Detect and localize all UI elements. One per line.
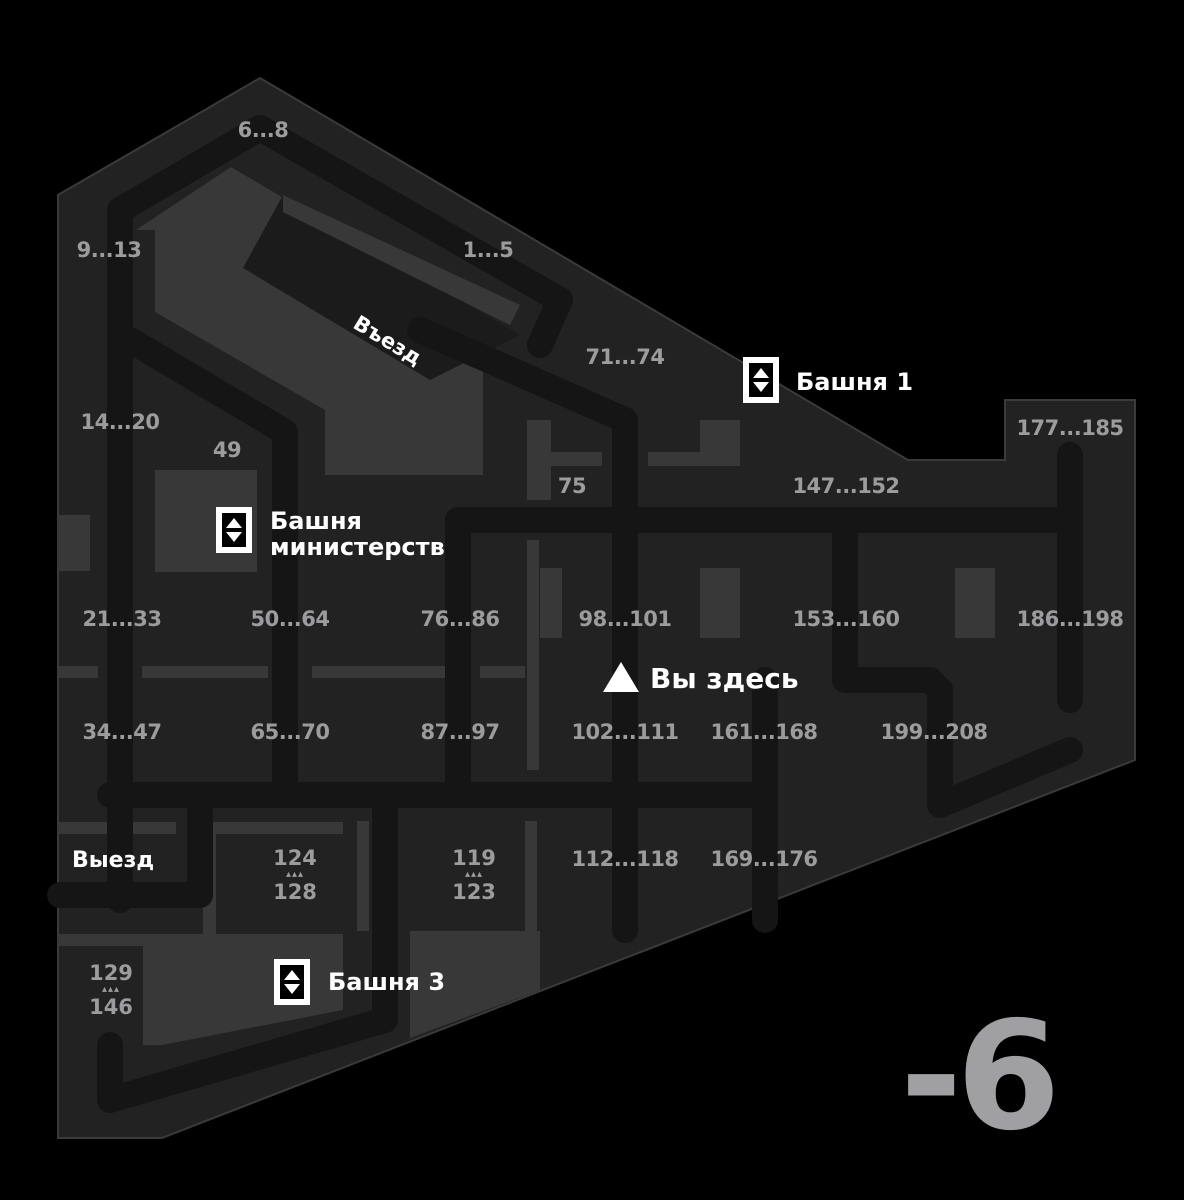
spot-label: 161...168 bbox=[710, 720, 818, 744]
dots: ▴▴▴ bbox=[285, 869, 305, 880]
spot-label: 21...33 bbox=[82, 607, 162, 631]
spot-label: 177...185 bbox=[1016, 416, 1124, 440]
tower-1-label[interactable]: Башня 1 bbox=[796, 368, 914, 396]
you-are-here-label: Вы здесь bbox=[650, 662, 799, 695]
spot-from: 129 bbox=[89, 961, 133, 985]
spot-label: 34...47 bbox=[82, 720, 162, 744]
spot-label: 169...176 bbox=[710, 847, 818, 871]
spot-from: 119 bbox=[452, 846, 496, 870]
spot-label: 87...97 bbox=[420, 720, 500, 744]
spot-range: 129▴▴▴146 bbox=[89, 961, 133, 1019]
spot-label: 112...118 bbox=[571, 847, 679, 871]
elevator-icon bbox=[274, 959, 310, 1005]
spot-label: 199...208 bbox=[880, 720, 988, 744]
spot-label: 147...152 bbox=[792, 474, 900, 498]
elevator-icon bbox=[743, 357, 779, 403]
spot-label: 14...20 bbox=[80, 410, 160, 434]
spot-label: 153...160 bbox=[792, 607, 900, 631]
tower-name-line2: министерств bbox=[270, 533, 445, 561]
spot-label: 98...101 bbox=[578, 607, 673, 631]
spot-label: 65...70 bbox=[250, 720, 330, 744]
spot-to: 123 bbox=[452, 880, 496, 904]
spot-from: 124 bbox=[273, 846, 317, 870]
aisles bbox=[47, 115, 1083, 1113]
spot-label: 76...86 bbox=[420, 607, 500, 631]
spot-to: 146 bbox=[89, 995, 133, 1019]
spot-label: 6...8 bbox=[237, 118, 289, 142]
dots: ▴▴▴ bbox=[464, 869, 484, 880]
spot-range: 124▴▴▴128 bbox=[273, 846, 317, 904]
tower-3-label[interactable]: Башня 3 bbox=[328, 968, 446, 996]
elevator-icon bbox=[216, 507, 252, 553]
exit-label: Выезд bbox=[72, 848, 155, 873]
spot-label: 186...198 bbox=[1016, 607, 1124, 631]
spot-label: 102...111 bbox=[571, 720, 679, 744]
tower-name-line1: Башня bbox=[270, 507, 362, 535]
spot-label: 49 bbox=[212, 438, 242, 462]
spot-range: 119▴▴▴123 bbox=[452, 846, 496, 904]
you-are-here-icon bbox=[603, 662, 639, 692]
level-number: -6 bbox=[900, 990, 1061, 1164]
spot-label: 1...5 bbox=[462, 238, 514, 262]
spot-label: 50...64 bbox=[250, 607, 330, 631]
spot-label: 71...74 bbox=[585, 345, 665, 369]
spot-to: 128 bbox=[273, 880, 317, 904]
dots: ▴▴▴ bbox=[101, 984, 121, 995]
spot-label: 75 bbox=[557, 474, 587, 498]
spot-label: 9...13 bbox=[76, 238, 142, 262]
